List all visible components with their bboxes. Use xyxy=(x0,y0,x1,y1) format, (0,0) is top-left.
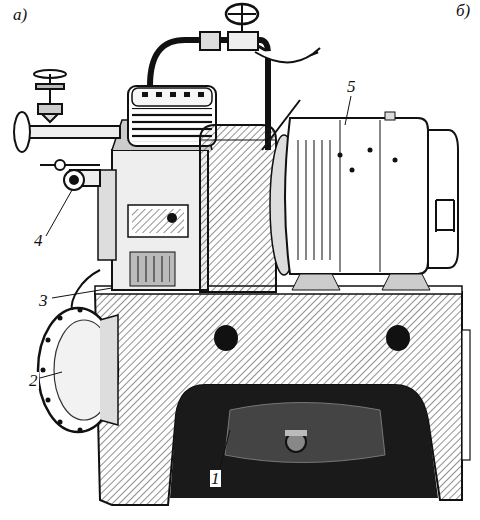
frame xyxy=(95,286,470,505)
belt-guard xyxy=(200,125,298,292)
figure-label: а) xyxy=(12,6,28,23)
callout-number: 4 xyxy=(33,232,44,249)
callout-number: 3 xyxy=(38,292,49,309)
figure-label: б) xyxy=(455,2,471,19)
compressor xyxy=(98,86,216,290)
electric-motor xyxy=(285,112,458,290)
callout-number: 2 xyxy=(28,372,39,389)
callout-number: 1 xyxy=(210,470,221,487)
crankcase-cover xyxy=(38,308,118,433)
callout-number: 5 xyxy=(346,78,357,95)
piping xyxy=(14,4,320,310)
leader-lines xyxy=(40,96,351,468)
